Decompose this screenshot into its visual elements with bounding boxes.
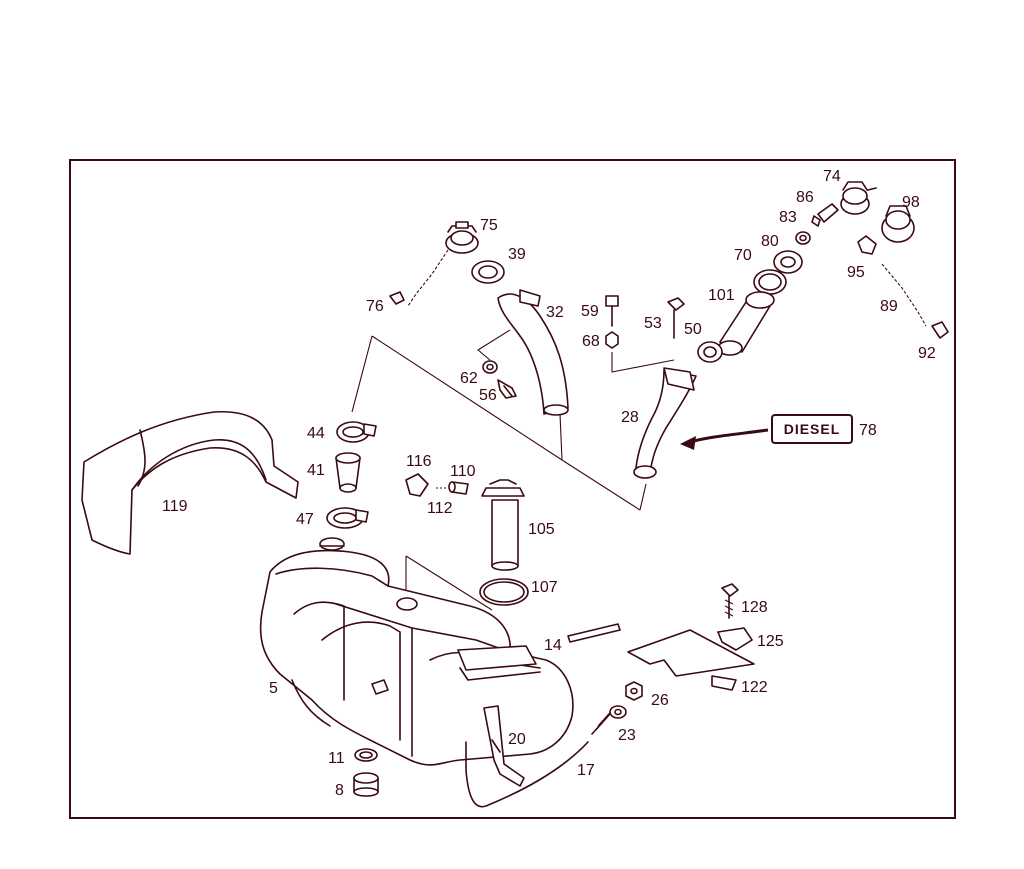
callout-122: 122 xyxy=(741,679,768,696)
seal-ring-107 xyxy=(479,578,529,606)
tether-chain-76 xyxy=(389,249,449,307)
fuel-tank-5 xyxy=(259,537,574,766)
callout-119: 119 xyxy=(162,498,188,515)
callout-89: 89 xyxy=(880,298,898,315)
callout-14: 14 xyxy=(544,637,562,654)
callout-80: 80 xyxy=(761,233,779,250)
callout-5: 5 xyxy=(269,680,278,697)
nut-26 xyxy=(625,681,643,701)
callout-56: 56 xyxy=(479,387,497,404)
gasket-70 xyxy=(753,269,787,295)
leader xyxy=(611,352,675,373)
washer-62 xyxy=(482,360,498,374)
callout-125: 125 xyxy=(757,633,784,650)
callout-107: 107 xyxy=(531,579,558,596)
callout-11: 11 xyxy=(328,750,345,767)
washer-23 xyxy=(609,705,627,719)
callout-17: 17 xyxy=(577,762,595,779)
leader xyxy=(351,335,373,413)
filler-hose-28 xyxy=(633,367,697,479)
callout-98: 98 xyxy=(902,194,920,211)
callout-28: 28 xyxy=(621,409,639,426)
fuel-sender-105 xyxy=(481,479,525,571)
screw-59 xyxy=(605,295,619,327)
filler-pipe-32 xyxy=(497,289,569,416)
clip-nut-125 xyxy=(717,627,753,651)
leader xyxy=(371,335,563,461)
nut-68 xyxy=(605,331,619,349)
diesel-badge-text: DIESEL xyxy=(784,421,841,437)
clip-95 xyxy=(857,235,877,255)
bolt-86 xyxy=(811,203,839,227)
callout-83: 83 xyxy=(779,209,797,226)
callout-128: 128 xyxy=(741,599,768,616)
callout-78: 78 xyxy=(859,422,877,439)
clip-92 xyxy=(931,321,949,339)
callout-26: 26 xyxy=(651,692,669,709)
leader xyxy=(559,413,563,461)
leader xyxy=(405,555,493,611)
cap-98 xyxy=(881,205,915,243)
filler-cap-74 xyxy=(840,181,877,215)
callout-70: 70 xyxy=(734,247,752,264)
strap-20 xyxy=(483,705,525,787)
tether-chain-89 xyxy=(881,263,927,327)
callout-53: 53 xyxy=(644,315,662,332)
part-110 xyxy=(448,481,469,495)
leader xyxy=(477,329,511,361)
screw-53 xyxy=(667,297,685,339)
bracket-122 xyxy=(627,629,755,691)
strap-14 xyxy=(567,623,621,643)
callout-86: 86 xyxy=(796,189,814,206)
callout-8: 8 xyxy=(335,782,344,799)
callout-41: 41 xyxy=(307,462,325,479)
leader xyxy=(561,459,641,511)
callout-50: 50 xyxy=(684,321,702,338)
callout-20: 20 xyxy=(508,731,526,748)
callout-92: 92 xyxy=(918,345,936,362)
diesel-arrow-icon xyxy=(680,428,769,450)
callout-44: 44 xyxy=(307,425,325,442)
bolt-56 xyxy=(497,379,517,399)
part-116 xyxy=(405,473,429,497)
washer-11 xyxy=(354,748,378,762)
callout-116: 116 xyxy=(406,453,432,470)
callout-47: 47 xyxy=(296,511,314,528)
hose-clamp-44 xyxy=(336,421,377,443)
heat-shield-119 xyxy=(81,410,299,555)
callout-105: 105 xyxy=(528,521,555,538)
sleeve-101 xyxy=(717,291,775,356)
callout-101: 101 xyxy=(708,287,735,304)
callout-68: 68 xyxy=(582,333,600,350)
callout-39: 39 xyxy=(508,246,526,263)
callout-62: 62 xyxy=(460,370,478,387)
callout-76: 76 xyxy=(366,298,384,315)
callout-59: 59 xyxy=(581,303,599,320)
hose-41 xyxy=(335,452,361,493)
diagram-frame xyxy=(69,159,956,819)
seal-ring-50 xyxy=(697,341,723,363)
callout-110: 110 xyxy=(450,463,476,480)
screw-128 xyxy=(721,583,739,619)
filler-cap-75 xyxy=(445,221,479,254)
seal-ring-39 xyxy=(471,260,505,284)
hose-clamp-47 xyxy=(326,507,369,529)
callout-112: 112 xyxy=(427,500,453,517)
drain-plug-8 xyxy=(353,772,379,797)
callout-95: 95 xyxy=(847,264,865,281)
callout-32: 32 xyxy=(546,304,564,321)
leader xyxy=(639,483,647,511)
callout-75: 75 xyxy=(480,217,498,234)
washer-83 xyxy=(795,231,811,245)
callout-74: 74 xyxy=(823,168,841,185)
diesel-badge xyxy=(771,414,853,444)
seal-ring-80 xyxy=(773,250,803,274)
callout-23: 23 xyxy=(618,727,636,744)
